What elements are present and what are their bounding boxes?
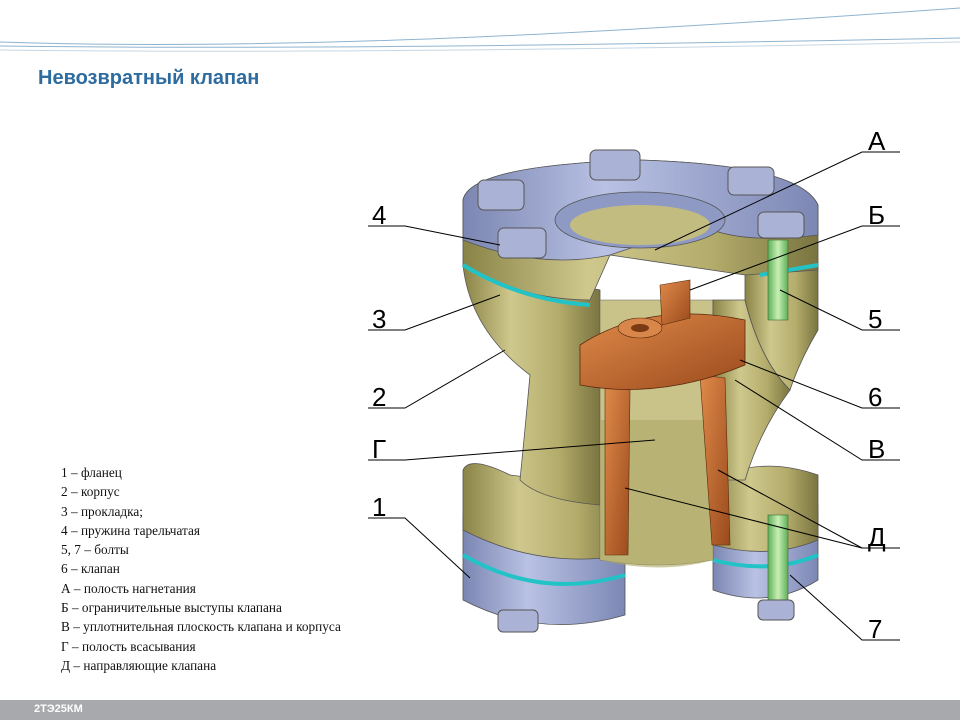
legend-item: Г – полость всасывания: [61, 638, 196, 654]
callout-g: Г: [372, 434, 387, 464]
legend-item: Б – ограничительные выступы клапана: [61, 600, 282, 616]
callout-7: 7: [868, 614, 883, 644]
callout-5: 5: [868, 304, 883, 334]
callout-v: В: [868, 434, 886, 464]
footer-label: 2ТЭ25КМ: [34, 703, 83, 715]
legend-item: Д – направляющие клапана: [61, 657, 217, 673]
legend-item: 2 – корпус: [61, 484, 120, 500]
legend-item: 5, 7 – болты: [61, 542, 129, 558]
slide-title: Невозвратный клапан: [38, 67, 260, 89]
bolt-heads: [477, 149, 805, 259]
valve-cutaway: [461, 149, 819, 633]
leader-lines: [368, 151, 900, 641]
callout-6: 6: [868, 382, 883, 412]
callout-d: Д: [868, 522, 886, 552]
callout-1: 1: [372, 492, 387, 522]
callout-b: Б: [868, 200, 886, 230]
legend-item: 4 – пружина тарельчатая: [61, 522, 201, 538]
callout-a: А: [868, 126, 886, 156]
parts-legend: 1 – фланец 2 – корпус 3 – прокладка; 4 –…: [61, 463, 341, 675]
legend-item: 1 – фланец: [61, 465, 122, 480]
footer-bar: 2ТЭ25КМ: [0, 700, 960, 720]
legend-item: А – полость нагнетания: [61, 580, 196, 596]
callout-3: 3: [372, 304, 387, 334]
legend-item: 3 – прокладка;: [61, 503, 143, 519]
callout-4: 4: [372, 200, 387, 230]
legend-item: 6 – клапан: [61, 561, 120, 577]
callout-2: 2: [372, 382, 387, 412]
legend-item: В – уплотнительная плоскость клапана и к…: [61, 619, 341, 635]
header-swoosh: [0, 7, 960, 52]
